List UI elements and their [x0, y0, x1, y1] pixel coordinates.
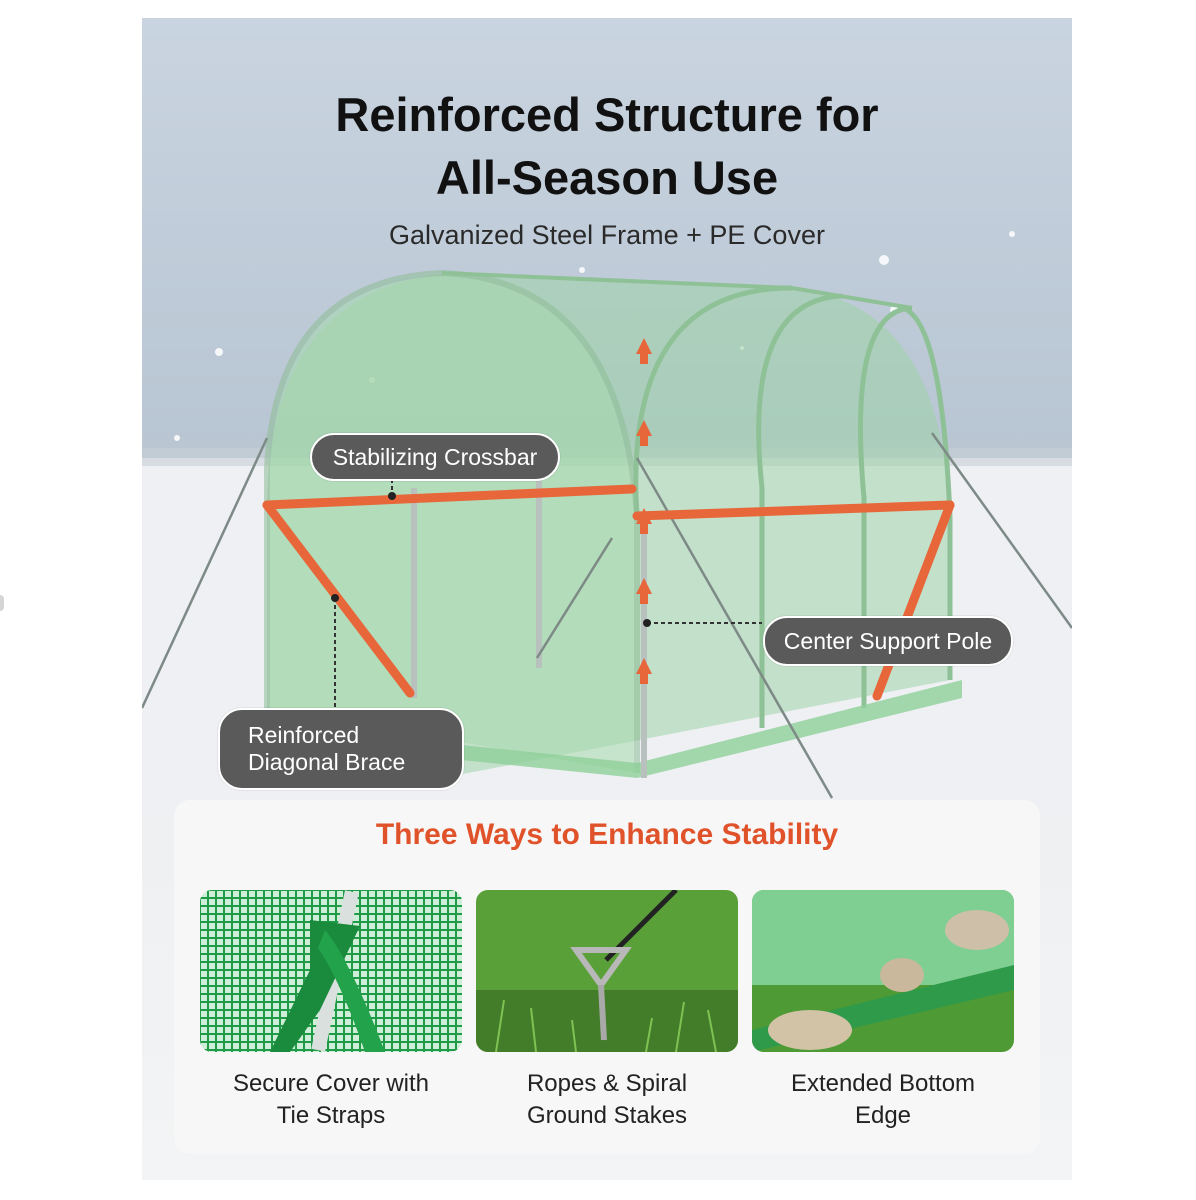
product-infographic: Reinforced Structure for All-Season Use … [142, 18, 1072, 1180]
callout-diagonal-line-2: Diagonal Brace [248, 749, 406, 775]
caption-bottom-edge: Extended Bottom Edge [752, 1068, 1014, 1132]
caption-tie-straps: Secure Cover with Tie Straps [200, 1068, 462, 1132]
bottom-edge-photo [752, 890, 1014, 1052]
headline-line-1: Reinforced Structure for [335, 88, 879, 141]
stability-title: Three Ways to Enhance Stability [375, 818, 839, 851]
caption-ground-stakes-line-2: Ground Stakes [526, 1102, 688, 1129]
caption-ground-stakes: Ropes & Spiral Ground Stakes [476, 1068, 738, 1132]
ground-stake-photo [476, 890, 738, 1052]
caption-tie-straps-line-2: Tie Straps [276, 1102, 386, 1129]
stability-card: Three Ways to Enhance Stability [174, 800, 1040, 1154]
callout-diagonal-line-1: Reinforced [248, 722, 360, 748]
callout-center-support-pole: Center Support Pole [763, 616, 1013, 666]
caption-bottom-edge-line-1: Extended Bottom [790, 1070, 976, 1097]
caption-tie-straps-line-1: Secure Cover with [232, 1070, 430, 1097]
subheadline: Galvanized Steel Frame + PE Cover [389, 220, 825, 250]
edge-indicator [0, 595, 4, 611]
caption-ground-stakes-line-1: Ropes & Spiral [526, 1070, 688, 1097]
caption-bottom-edge-line-2: Edge [854, 1102, 912, 1129]
tie-strap-photo [200, 890, 462, 1052]
headline-line-2: All-Season Use [435, 151, 779, 204]
callout-diagonal-brace: Reinforced Diagonal Brace [218, 708, 464, 790]
callout-stabilizing-crossbar: Stabilizing Crossbar [310, 433, 560, 481]
